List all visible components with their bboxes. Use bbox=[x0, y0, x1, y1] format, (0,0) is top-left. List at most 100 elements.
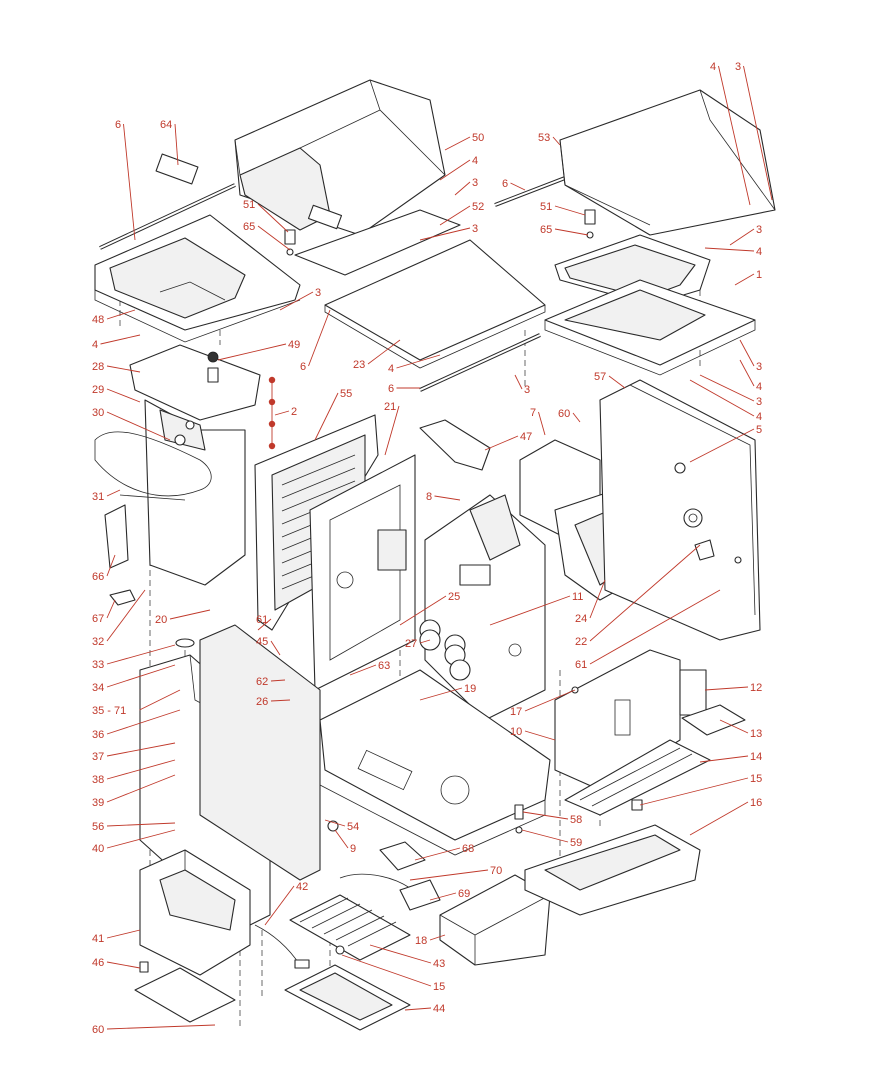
callout-c10: 10 bbox=[510, 726, 556, 741]
callout-c17: 17 bbox=[510, 689, 576, 718]
callout-c11: 11 bbox=[489, 591, 583, 626]
callout-label: 47 bbox=[520, 431, 532, 443]
callout-label: 4 bbox=[710, 61, 716, 73]
callout-label: 43 bbox=[433, 958, 445, 970]
cable-42 bbox=[254, 924, 310, 969]
callout-label: 3 bbox=[756, 361, 762, 373]
callout-label: 3 bbox=[735, 61, 741, 73]
callout-label: 13 bbox=[750, 728, 762, 740]
callout-c3d: 3 bbox=[514, 374, 530, 396]
callout-leader bbox=[689, 379, 755, 417]
callout-c25: 25 bbox=[399, 591, 460, 626]
callout-leader bbox=[106, 644, 176, 665]
callout-label: 40 bbox=[92, 843, 104, 855]
right-cover bbox=[559, 89, 776, 236]
callout-c6c: 6 bbox=[388, 383, 420, 395]
callout-label: 34 bbox=[92, 682, 104, 694]
callout-leader bbox=[704, 686, 749, 691]
right-side-panel bbox=[599, 379, 761, 641]
callout-label: 6 bbox=[388, 383, 394, 395]
callout-c32: 32 bbox=[92, 589, 146, 648]
rods bbox=[99, 176, 566, 392]
callout-leader bbox=[429, 934, 446, 941]
callout-c14: 14 bbox=[699, 751, 762, 763]
callout-label: 56 bbox=[92, 821, 104, 833]
callout-leader bbox=[699, 374, 755, 402]
callout-label: 17 bbox=[510, 706, 522, 718]
callout-leader bbox=[106, 822, 176, 827]
callout-leader bbox=[106, 309, 136, 320]
callout-label: 62 bbox=[256, 676, 268, 688]
callout-label: 21 bbox=[384, 401, 396, 413]
callout-label: 39 bbox=[92, 797, 104, 809]
callout-label: 53 bbox=[538, 132, 550, 144]
callout-label: 23 bbox=[353, 359, 365, 371]
callout-c3f: 3 bbox=[729, 224, 762, 246]
callout-leader bbox=[367, 339, 401, 365]
small-parts-right bbox=[335, 686, 643, 955]
callout-c65a: 65 bbox=[243, 221, 291, 251]
callout-leader bbox=[689, 801, 749, 836]
callout-leader bbox=[106, 929, 141, 939]
callout-c54: 54 bbox=[324, 819, 359, 833]
callout-label: 61 bbox=[575, 659, 587, 671]
callout-leader bbox=[106, 742, 176, 757]
callout-label: 6 bbox=[115, 119, 121, 131]
callout-c15a: 15 bbox=[639, 773, 762, 806]
callout-leader bbox=[514, 374, 523, 390]
callout-leader bbox=[106, 489, 121, 497]
callout-label: 42 bbox=[296, 881, 308, 893]
callout-label: 33 bbox=[92, 659, 104, 671]
callout-c43: 43 bbox=[369, 944, 445, 970]
callout-leader bbox=[106, 709, 181, 735]
callout-label: 28 bbox=[92, 361, 104, 373]
callout-leader bbox=[552, 136, 561, 146]
callout-c67: 67 bbox=[92, 599, 116, 625]
callout-label: 57 bbox=[594, 371, 606, 383]
callout-leader bbox=[429, 892, 457, 901]
callout-leader bbox=[572, 412, 581, 423]
callout-label: 44 bbox=[433, 1003, 445, 1015]
callout-leader bbox=[419, 687, 463, 701]
gasket-52 bbox=[294, 209, 461, 276]
callout-leader bbox=[106, 774, 176, 803]
callout-leader bbox=[589, 544, 701, 642]
callout-leader bbox=[334, 829, 349, 849]
callout-leader bbox=[106, 829, 176, 849]
grounds-drawer-18 bbox=[439, 874, 551, 966]
bean-container bbox=[94, 344, 261, 586]
callout-c8: 8 bbox=[426, 491, 461, 503]
callout-label: 70 bbox=[490, 865, 502, 877]
small-parts-66-67 bbox=[104, 504, 136, 606]
lid-handle-part bbox=[155, 153, 199, 185]
callout-leader bbox=[174, 123, 179, 166]
callout-label: 4 bbox=[472, 155, 478, 167]
callout-leader bbox=[314, 392, 339, 441]
callout-c52: 52 bbox=[439, 201, 484, 226]
callout-leader bbox=[639, 777, 749, 806]
foot-plate bbox=[134, 961, 236, 1023]
tube-68-70-69 bbox=[327, 820, 441, 911]
callout-leader bbox=[419, 227, 471, 241]
callout-label: 27 bbox=[405, 638, 417, 650]
drip-grate-14 bbox=[564, 739, 711, 816]
callout-label: 65 bbox=[540, 224, 552, 236]
callout-label: 51 bbox=[243, 199, 255, 211]
callout-leader bbox=[257, 203, 289, 233]
callout-c31: 31 bbox=[92, 489, 121, 503]
callout-leader bbox=[264, 885, 295, 926]
callout-c62: 62 bbox=[256, 676, 286, 688]
callout-label: 4 bbox=[92, 339, 98, 351]
callout-leader bbox=[384, 405, 400, 456]
callout-c51b: 51 bbox=[540, 201, 586, 216]
callout-c37: 37 bbox=[92, 742, 176, 763]
callout-c3h: 3 bbox=[699, 374, 762, 408]
callout-c56: 56 bbox=[92, 821, 176, 833]
callout-c65b: 65 bbox=[540, 224, 589, 236]
callout-leader bbox=[439, 205, 471, 226]
clip-51-right bbox=[584, 209, 596, 239]
callout-leader bbox=[308, 309, 331, 367]
callout-c1: 1 bbox=[734, 269, 762, 286]
callout-leader bbox=[274, 410, 290, 416]
